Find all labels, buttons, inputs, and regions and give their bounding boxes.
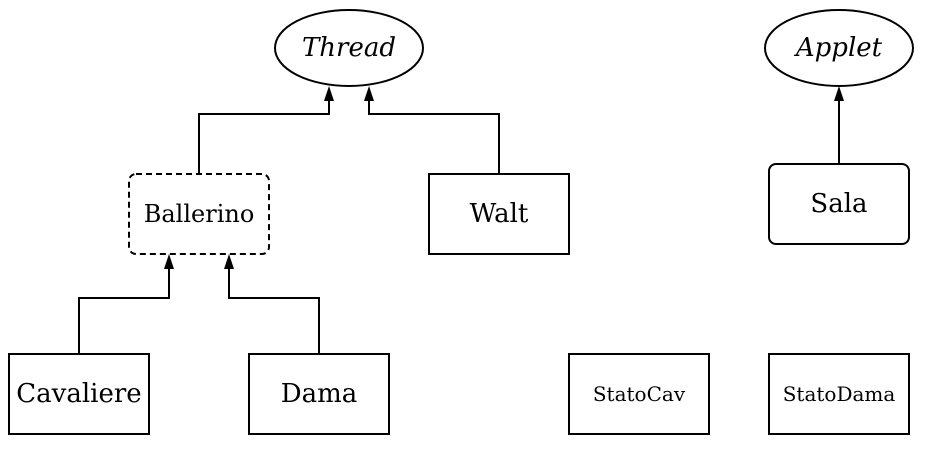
node-dama: Dama bbox=[248, 353, 390, 435]
edge-cavaliere-to-ballerino bbox=[78, 268, 170, 354]
node-stato-cav-label: StatoCav bbox=[593, 382, 686, 406]
node-stato-cav: StatoCav bbox=[568, 353, 710, 435]
arrowhead-ballerino-to-thread bbox=[324, 86, 334, 101]
node-sala-shape bbox=[768, 163, 910, 245]
node-stato-dama-shape bbox=[768, 353, 910, 435]
node-stato-dama-label: StatoDama bbox=[783, 382, 896, 406]
node-cavaliere: Cavaliere bbox=[8, 353, 150, 435]
node-stato-dama: StatoDama bbox=[768, 353, 910, 435]
edges bbox=[78, 86, 844, 354]
node-thread-shape bbox=[274, 9, 424, 87]
arrowhead-sala-to-applet bbox=[834, 86, 844, 101]
node-thread-label: Thread bbox=[302, 33, 396, 63]
node-applet-shape bbox=[764, 9, 914, 87]
node-cavaliere-shape bbox=[8, 353, 150, 435]
edge-walt-to-thread bbox=[368, 100, 500, 174]
node-stato-cav-shape bbox=[568, 353, 710, 435]
node-sala-label: Sala bbox=[810, 189, 867, 219]
edge-dama-to-ballerino bbox=[228, 268, 320, 354]
node-walt-shape bbox=[428, 173, 570, 255]
node-ballerino-shape bbox=[128, 173, 270, 255]
node-cavaliere-label: Cavaliere bbox=[16, 379, 141, 409]
node-walt-label: Walt bbox=[470, 199, 529, 229]
node-walt: Walt bbox=[428, 173, 570, 255]
node-ballerino-label: Ballerino bbox=[144, 200, 255, 228]
node-thread: Thread bbox=[274, 9, 424, 87]
arrowhead-dama-to-ballerino bbox=[224, 254, 234, 269]
arrowhead-walt-to-thread bbox=[364, 86, 374, 101]
arrowhead-cavaliere-to-ballerino bbox=[164, 254, 174, 269]
node-applet: Applet bbox=[764, 9, 914, 87]
node-sala: Sala bbox=[768, 163, 910, 245]
node-ballerino: Ballerino bbox=[128, 173, 270, 255]
edge-ballerino-to-thread bbox=[198, 100, 330, 174]
node-dama-label: Dama bbox=[281, 379, 358, 409]
node-applet-label: Applet bbox=[794, 33, 883, 63]
node-dama-shape bbox=[248, 353, 390, 435]
